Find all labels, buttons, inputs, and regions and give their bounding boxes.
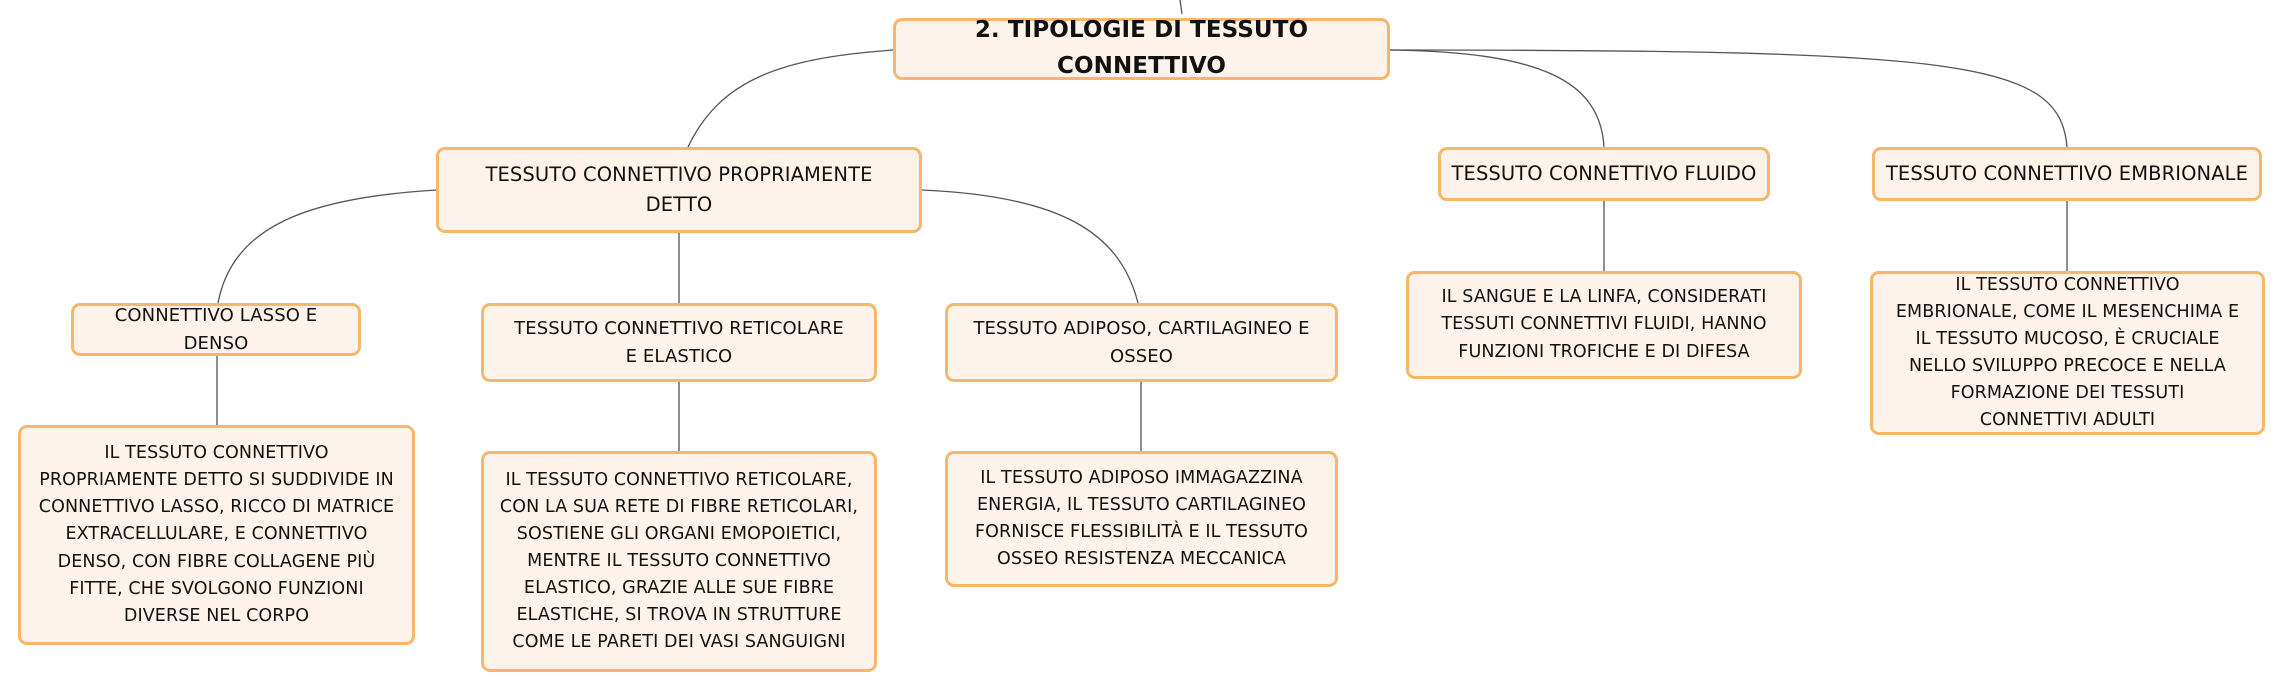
node-connettivo-lasso-e-denso[interactable]: CONNETTIVO LASSO E DENSO xyxy=(71,303,361,356)
node-tessuto-connettivo-fluido[interactable]: TESSUTO CONNETTIVO FLUIDO xyxy=(1438,147,1770,201)
description-reticolare-e-elastico: IL TESSUTO CONNETTIVO RETICOLARE, CON LA… xyxy=(481,451,877,672)
description-tessuto-connettivo-embrionale: IL TESSUTO CONNETTIVO EMBRIONALE, COME I… xyxy=(1870,271,2265,435)
description-tessuto-connettivo-fluido: IL SANGUE E LA LINFA, CONSIDERATI TESSUT… xyxy=(1406,271,1802,379)
connector-root-incoming xyxy=(1179,0,1183,15)
description-text: IL TESSUTO CONNETTIVO EMBRIONALE, COME I… xyxy=(1895,274,2240,431)
description-adiposo-cartilagineo-osseo: IL TESSUTO ADIPOSO IMMAGAZZINA ENERGIA, … xyxy=(945,451,1338,587)
connector-root-fluido xyxy=(1389,49,1605,148)
description-text: IL TESSUTO CONNETTIVO PROPRIAMENTE DETTO… xyxy=(38,443,395,626)
node-label: TESSUTO ADIPOSO, CARTILAGINEO E OSSEO xyxy=(973,317,1310,367)
description-text: IL TESSUTO CONNETTIVO RETICOLARE, CON LA… xyxy=(499,469,859,653)
description-text: IL SANGUE E LA LINFA, CONSIDERATI TESSUT… xyxy=(1441,287,1767,362)
node-tessuto-connettivo-propriamente-detto[interactable]: TESSUTO CONNETTIVO PROPRIAMENTE DETTO xyxy=(436,147,922,233)
description-connettivo-lasso-e-denso: IL TESSUTO CONNETTIVO PROPRIAMENTE DETTO… xyxy=(18,425,415,645)
node-label: TESSUTO CONNETTIVO EMBRIONALE xyxy=(1885,161,2249,185)
description-text: IL TESSUTO ADIPOSO IMMAGAZZINA ENERGIA, … xyxy=(974,467,1309,570)
node-tessuto-connettivo-reticolare-e-elastico[interactable]: TESSUTO CONNETTIVO RETICOLARE E ELASTICO xyxy=(481,303,877,382)
node-label: TESSUTO CONNETTIVO FLUIDO xyxy=(1451,161,1757,185)
node-label: TESSUTO CONNETTIVO RETICOLARE E ELASTICO xyxy=(514,317,844,367)
node-tessuto-connettivo-embrionale[interactable]: TESSUTO CONNETTIVO EMBRIONALE xyxy=(1872,147,2262,201)
connector-root-embrionale xyxy=(1389,49,2068,148)
node-label: TESSUTO CONNETTIVO PROPRIAMENTE DETTO xyxy=(485,162,873,216)
root-node[interactable]: 2. TIPOLOGIE DI TESSUTO CONNETTIVO xyxy=(893,17,1390,80)
node-label: CONNETTIVO LASSO E DENSO xyxy=(114,304,318,354)
connector-root-propriamente xyxy=(687,49,894,148)
node-tessuto-adiposo-cartilagineo-e-osseo[interactable]: TESSUTO ADIPOSO, CARTILAGINEO E OSSEO xyxy=(945,303,1338,382)
connector-propriamente-adiposo xyxy=(921,189,1139,304)
root-label: 2. TIPOLOGIE DI TESSUTO CONNETTIVO xyxy=(974,17,1309,79)
connector-propriamente-lasso xyxy=(217,189,438,304)
